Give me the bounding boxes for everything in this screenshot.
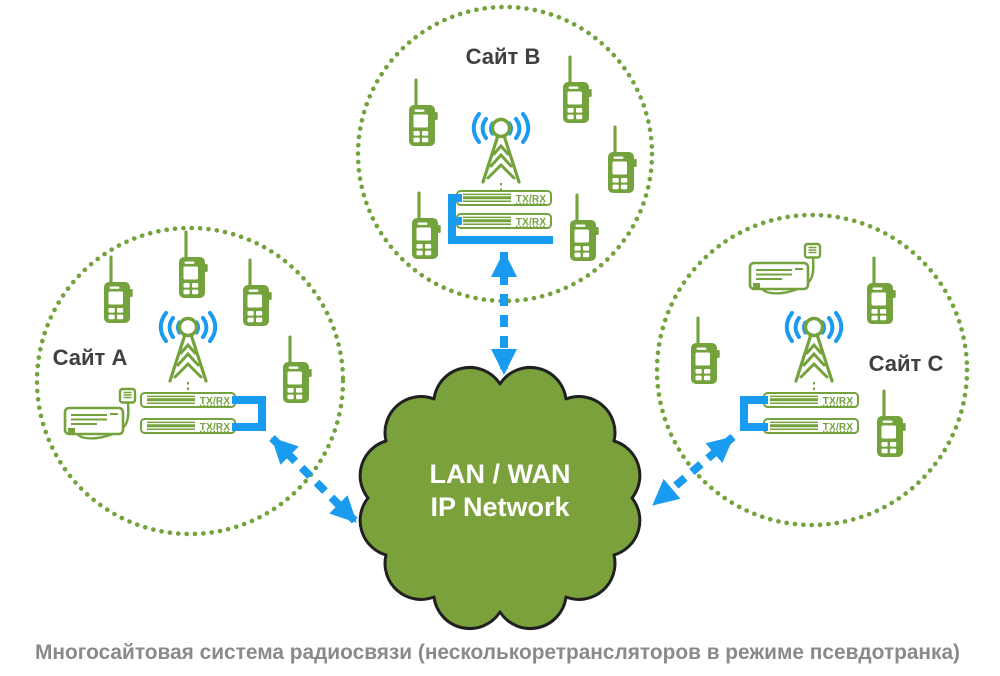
- mobile-radio-icon: [748, 242, 822, 295]
- handheld-radio-icon: [865, 256, 898, 326]
- antenna-tower-icon: [784, 311, 844, 394]
- handheld-radio-icon: [102, 255, 135, 325]
- repeater-link-bracket-b: [448, 194, 553, 244]
- site-c-boundary-circle: [654, 212, 970, 528]
- handheld-radio-icon: [875, 389, 908, 459]
- repeater-txrx-label: TX/RX: [823, 396, 854, 407]
- site-c-label: Сайт C: [869, 351, 944, 376]
- repeater-link-bracket-c: [740, 396, 768, 431]
- handheld-radio-icon: [689, 316, 722, 386]
- cloud-label-line2: IP Network: [430, 492, 570, 522]
- repeater-txrx-label: TX/RX: [200, 396, 231, 407]
- antenna-tower-icon: [471, 112, 531, 195]
- repeater-txrx-label: TX/RX: [200, 422, 231, 433]
- site-a-label: Сайт A: [53, 345, 128, 370]
- handheld-radio-icon: [568, 193, 601, 263]
- handheld-radio-icon: [281, 335, 314, 405]
- diagram-caption: Многосайтовая система радиосвязи (нескол…: [35, 641, 960, 664]
- handheld-radio-icon: [561, 55, 594, 125]
- site-b-boundary-circle: [355, 4, 655, 304]
- handheld-radio-icon: [407, 78, 440, 148]
- repeater-link-bracket-a: [232, 396, 266, 431]
- handheld-radio-icon: [410, 191, 443, 261]
- repeater-txrx-label: TX/RX: [516, 194, 547, 205]
- repeater-txrx-label: TX/RX: [823, 422, 854, 433]
- handheld-radio-icon: [177, 230, 210, 300]
- repeater-txrx-label: TX/RX: [516, 217, 547, 228]
- mobile-radio-icon: [63, 387, 137, 440]
- handheld-radio-icon: [241, 258, 274, 328]
- cloud-label-line1: LAN / WAN: [430, 459, 571, 489]
- site-a-boundary-circle: [34, 225, 346, 537]
- ip-link-arrow-c: [650, 433, 736, 509]
- ip-link-arrow-a: [269, 435, 359, 525]
- ip-network-cloud: [358, 366, 642, 630]
- antenna-tower-icon: [158, 311, 218, 394]
- handheld-radio-icon: [606, 125, 639, 195]
- site-b-label: Сайт B: [466, 44, 541, 69]
